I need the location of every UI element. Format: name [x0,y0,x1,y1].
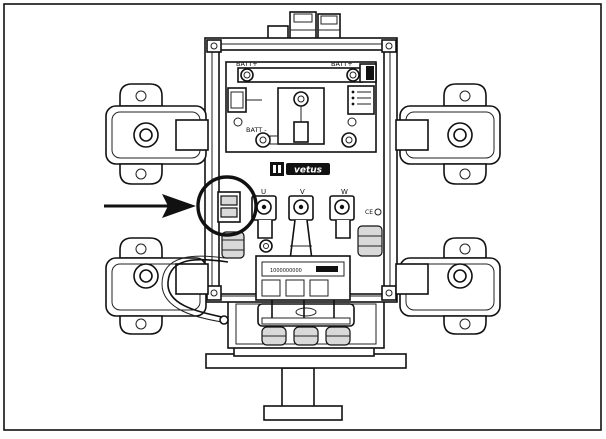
mount-top-left [105,83,209,185]
lower-housing [227,299,385,349]
cable-glands-bottom [261,326,351,346]
serial-plate: 1000000000 [270,268,302,274]
motor-shaft [205,345,407,421]
brand-text: vetus [294,166,323,176]
vetus-logo-icon: vetus [270,162,330,176]
terminal-u-label: U [261,188,266,196]
mount-bottom-left [105,237,229,335]
ground-symbol [374,208,382,216]
circle-highlight [196,175,258,237]
power-terminals: U V W [251,188,355,261]
ce-mark: CE [365,209,373,216]
terminal-v-label: V [300,188,305,196]
control-board [225,61,377,153]
arrow-right-icon [104,194,196,218]
fuse-holder [217,191,241,223]
terminal-w-label: W [341,188,348,196]
batt-minus-label: BATT - [246,126,267,134]
diagram-frame [3,3,602,431]
mount-bottom-right [395,237,501,335]
side-glands [221,225,383,259]
relay-block: 1000000000 [255,255,351,318]
mount-top-right [395,83,501,185]
board-labels: BATT+ BATT+ BATT - [236,60,353,134]
batt-plus-label-left: BATT+ [236,60,258,68]
batt-plus-label-right: BATT+ [331,60,353,68]
